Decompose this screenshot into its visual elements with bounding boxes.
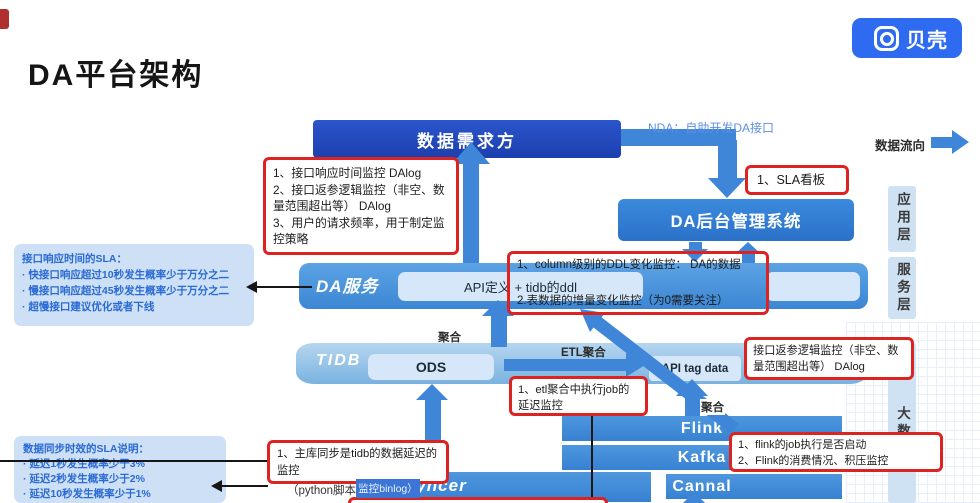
annotation-clipped-bottom xyxy=(348,497,608,503)
node-service-inner-box xyxy=(766,272,860,301)
annotation-flink-monitor: 1、flink的job执行是否启动 2、Flink的消费情况、积压监控 xyxy=(729,432,943,472)
edge-label-aggregate-left: 聚合 xyxy=(438,332,461,344)
edge-label-aggregate-right: 聚合 xyxy=(700,399,725,415)
page-title: DA平台架构 xyxy=(28,59,204,92)
connector-etljob-vertical xyxy=(591,414,593,503)
annotation-line: 2.表数据的增量变化监控（为0需要关注） xyxy=(517,294,729,307)
data-flow-arrow xyxy=(931,137,952,148)
annotation-line: 3、用户的请求频率，用于制定监控策略 xyxy=(273,215,445,247)
annotation-return-monitor: 接口返参逻辑监控（非空、数量范围超出等） DAlog xyxy=(744,337,914,380)
edge-consumer-to-admin-head xyxy=(708,178,746,198)
layer-label-service: 服务层 xyxy=(895,262,910,315)
note-sync-sla: 数据同步时效的SLA说明： · 延迟1秒发生概率少于3% · 延迟2秒发生概率少… xyxy=(14,436,226,503)
syncer-sublabel-prefix: （python脚本 xyxy=(287,485,357,497)
edge-consumer-to-admin-v xyxy=(718,140,737,180)
edge-label-etl-aggregate: ETL聚合 xyxy=(561,347,606,359)
note-sync-sla-title: 数据同步时效的SLA说明： xyxy=(23,443,149,455)
edge-consumer-to-admin-h xyxy=(612,129,736,146)
edge-service-to-consumer-shaft xyxy=(463,163,479,263)
syncer-gap xyxy=(651,471,666,502)
data-flow-arrow-head xyxy=(952,130,969,154)
edge-tidb-to-service-shaft xyxy=(491,314,507,347)
node-ods: ODS xyxy=(368,354,494,380)
node-tidb-label: TIDB xyxy=(316,352,362,369)
note-sync-sla-item: · 延迟10秒发生概率少于1% xyxy=(23,488,151,500)
annotation-line: 1、column级别的DDL变化监控： DA的数据 xyxy=(517,259,741,271)
annotation-line: 2、Flink的消费情况、积压监控 xyxy=(738,455,889,467)
data-flow-label: 数据流向 xyxy=(875,139,926,153)
edge-service-to-consumer-head xyxy=(452,142,490,164)
nda-note-label: NDA：自助开发DA接口 xyxy=(648,121,775,135)
edge-syncer-to-tidb-head xyxy=(416,384,448,400)
edge-admin-down-shaft xyxy=(689,242,702,251)
annotation-sla-board: 1、SLA看板 xyxy=(745,165,849,195)
edge-tidb-to-service-head xyxy=(482,300,514,316)
note-api-sla-item: · 慢接口响应超过45秒发生概率少于万分之二 xyxy=(22,285,230,297)
note-api-sla-title: 接口响应时间的SLA： xyxy=(22,253,127,265)
connector-syncdelay-line xyxy=(0,460,268,462)
brand-logo-badge: 贝壳 xyxy=(852,18,962,58)
annotation-ddl-monitor: 1、column级别的DDL变化监控： DA的数据 2.表数据的增量变化监控（为… xyxy=(507,251,769,315)
edge-up-into-cannal-head xyxy=(681,492,707,503)
annotation-line: 1、接口响应时间监控 DAlog xyxy=(273,166,422,180)
note-api-sla: 接口响应时间的SLA： · 快接口响应超过10秒发生概率少于万分之二 · 慢接口… xyxy=(14,244,254,326)
edge-ods-to-apitag-head xyxy=(626,353,645,377)
layer-strip-application: 应用层 xyxy=(888,186,916,252)
node-api-tag-data: API tag data xyxy=(649,356,741,381)
note-api-sla-item: · 快接口响应超过10秒发生概率少于万分之二 xyxy=(22,269,230,281)
node-api-definition: API定义 + tidb的ddl xyxy=(398,272,643,301)
brand-logo-text: 贝壳 xyxy=(906,29,948,52)
annotation-sync-delay: 1、主库同步是tidb的数据延迟的监控 xyxy=(267,440,449,484)
annotation-line: 1、flink的job执行是否启动 xyxy=(738,439,867,451)
syncer-sublabel-highlight: 监控binlog） xyxy=(356,479,420,498)
annotation-etl-job-monitor: 1、etl聚合中执行job的延迟监控 xyxy=(509,376,648,416)
connector-sla1-arrowhead xyxy=(246,281,257,293)
edge-flink-to-apitag-shaft xyxy=(685,394,700,416)
annotation-line: 2、接口返参逻辑监控（非空、数量范围超出等） DAlog xyxy=(273,182,445,214)
clipped-red-marker xyxy=(0,9,9,29)
layer-strip-service: 服务层 xyxy=(888,257,916,319)
connector-sla1-line xyxy=(256,286,312,288)
note-api-sla-item: · 超慢接口建议优化或者下线 xyxy=(22,301,155,313)
connector-sla2-line xyxy=(222,485,268,487)
edge-service-up-shaft xyxy=(742,253,755,263)
node-da-service-label: DA服务 xyxy=(316,277,379,296)
node-admin-system: DA后台管理系统 xyxy=(618,199,854,241)
annotation-request-monitor: 1、接口响应时间监控 DAlog 2、接口返参逻辑监控（非空、数量范围超出等） … xyxy=(263,157,459,255)
edge-ods-to-apitag-shaft xyxy=(504,359,626,371)
note-sync-sla-item: · 延迟2秒发生概率少于2% xyxy=(23,473,145,485)
beike-logo-icon xyxy=(874,26,899,51)
layer-label-application: 应用层 xyxy=(895,192,910,245)
connector-sla2-arrowhead xyxy=(211,480,222,492)
